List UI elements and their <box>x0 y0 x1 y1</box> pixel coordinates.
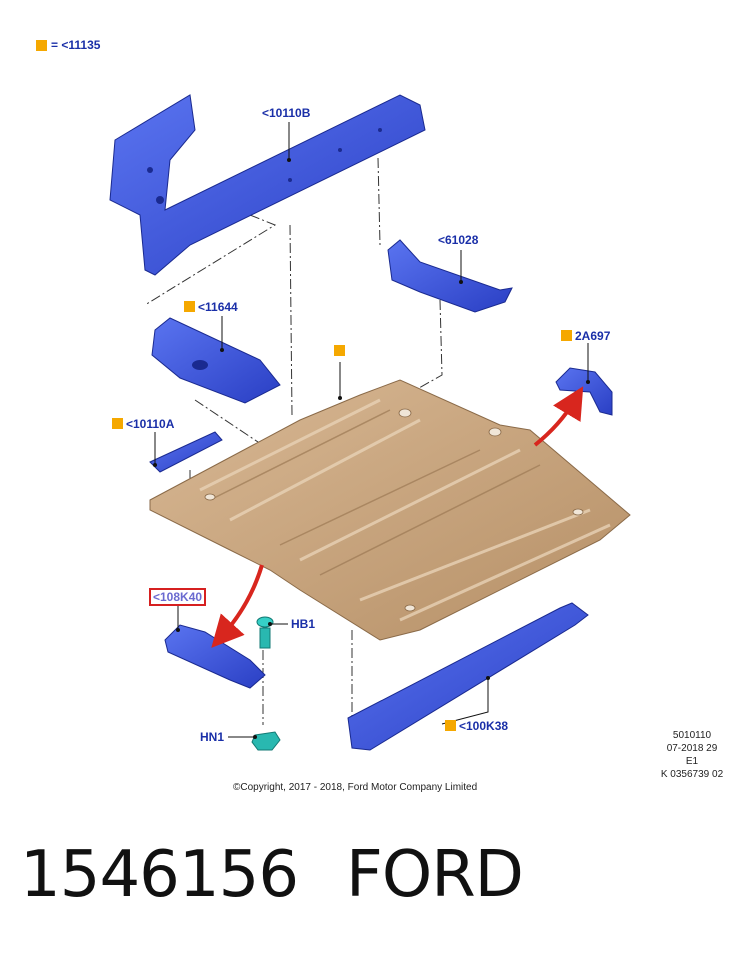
label-hb1[interactable]: HB1 <box>291 617 316 631</box>
bracket-61028-part[interactable] <box>387 239 513 313</box>
rail-100k38-part[interactable] <box>347 602 589 751</box>
red-arrows <box>211 386 584 648</box>
meta-line-1: 5010110 <box>672 730 712 741</box>
label-61028[interactable]: <61028 <box>438 233 479 247</box>
brand-name: FORD <box>346 838 524 912</box>
label-108k40[interactable]: <108K40 <box>149 588 207 606</box>
marker-floor-icon <box>334 345 345 356</box>
label-100k38[interactable]: <100K38 <box>459 719 509 733</box>
bracket-2a697-part[interactable] <box>555 367 613 416</box>
marker-10110a-icon <box>112 418 123 429</box>
legend-swatch-icon <box>36 40 47 51</box>
nut-hn1-part[interactable] <box>251 731 281 751</box>
leader-lines <box>154 122 589 738</box>
legend-code: <11135 <box>61 38 101 52</box>
exploded-parts-diagram <box>109 94 631 751</box>
meta-line-3: E1 <box>685 756 699 767</box>
label-10110b[interactable]: <10110B <box>262 106 311 120</box>
rail-10110b-part[interactable] <box>109 94 426 276</box>
label-hn1[interactable]: HN1 <box>200 730 225 744</box>
copyright-text: ©Copyright, 2017 - 2018, Ford Motor Comp… <box>233 782 478 793</box>
strip-10110a-part[interactable] <box>149 431 223 473</box>
label-11644[interactable]: <11644 <box>198 300 238 314</box>
bracket-108k40-part[interactable] <box>164 624 266 689</box>
label-2a697[interactable]: 2A697 <box>575 329 611 343</box>
meta-line-4: K 0356739 02 <box>660 769 724 780</box>
label-10110a[interactable]: <10110A <box>126 417 175 431</box>
bolt-hb1-part[interactable] <box>256 616 274 649</box>
marker-100k38-icon <box>445 720 456 731</box>
legend-equals: = <box>51 38 59 52</box>
panel-11644-part[interactable] <box>151 317 281 404</box>
marker-2a697-icon <box>561 330 572 341</box>
meta-line-2: 07-2018 29 <box>666 743 718 754</box>
part-number: 1546156 <box>20 838 299 912</box>
marker-11644-icon <box>184 301 195 312</box>
floor-pan-part[interactable] <box>149 379 631 641</box>
